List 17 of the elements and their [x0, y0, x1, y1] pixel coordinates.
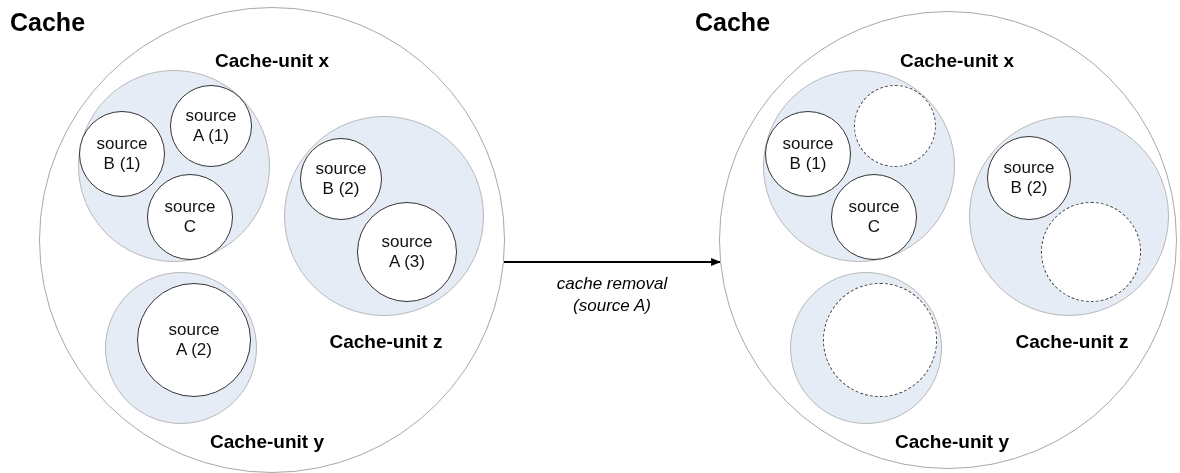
- cache-unit-label: Cache-unit z: [1014, 330, 1130, 354]
- source-label: source B (2): [314, 158, 368, 200]
- source-label: source A (3): [380, 231, 434, 273]
- source-label: source C: [163, 196, 217, 238]
- source-label: source B (1): [781, 133, 835, 175]
- cache-unit-label: Cache-unit x: [214, 49, 330, 73]
- source-label: source C: [847, 196, 901, 238]
- source-label: source A (2): [167, 319, 221, 361]
- cache-heading: Cache: [10, 8, 87, 36]
- cache-unit-label: Cache-unit x: [899, 49, 1015, 73]
- source-label: source A (1): [184, 105, 238, 147]
- source-label: source B (1): [95, 133, 149, 175]
- cache-unit-label: Cache-unit y: [894, 430, 1010, 454]
- source-label: source B (2): [1002, 157, 1056, 199]
- cache-unit-label: Cache-unit z: [328, 330, 444, 354]
- cache-heading: Cache: [695, 8, 772, 36]
- cache-unit-label: Cache-unit y: [209, 430, 325, 454]
